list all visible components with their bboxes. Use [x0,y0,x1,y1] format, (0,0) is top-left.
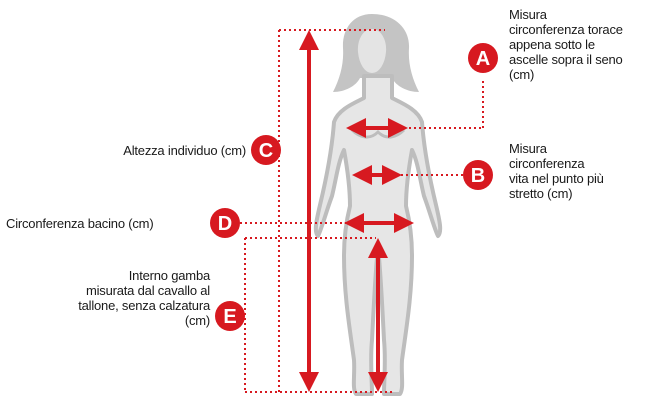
label-a: Misura circonferenza torace appena sotto… [509,7,649,82]
badge-b: B [463,160,493,190]
measure-arrows [299,29,414,392]
label-b-line: Misura [509,141,547,156]
badge-a: A [468,43,498,73]
badge-d: D [210,208,240,238]
label-e-line: Interno gamba [128,268,210,283]
badge-d-letter: D [218,213,232,235]
label-b-line: circonferenza [509,156,585,171]
badge-c: C [251,135,281,165]
label-a-line: Misura [509,7,547,22]
label-a-line: appena sotto le [509,37,595,52]
label-e-line: (cm) [184,313,210,328]
badge-c-letter: C [259,140,273,162]
label-c-line: Altezza individuo (cm) [123,143,246,158]
badge-e-letter: E [223,306,236,328]
label-e-line: tallone, senza calzatura [78,298,210,313]
label-e: Interno gamba misurata dal cavallo al ta… [60,268,210,328]
label-e-line: misurata dal cavallo al [85,283,210,298]
badge-a-letter: A [476,48,490,70]
label-d-line: Circonferenza bacino (cm) [6,216,154,231]
label-d: Circonferenza bacino (cm) [6,216,206,231]
badge-e: E [215,301,245,331]
label-c: Altezza individuo (cm) [60,143,246,158]
label-a-line: (cm) [509,67,535,82]
woman-silhouette [313,14,443,396]
label-b-line: vita nel punto più [509,171,604,186]
label-a-line: circonferenza torace [509,22,623,37]
badge-b-letter: B [471,165,485,187]
label-b-line: stretto (cm) [509,186,573,201]
face-shape [355,26,389,76]
label-b: Misura circonferenza vita nel punto più … [509,141,649,201]
label-a-line: ascelle sopra il seno [509,52,623,67]
